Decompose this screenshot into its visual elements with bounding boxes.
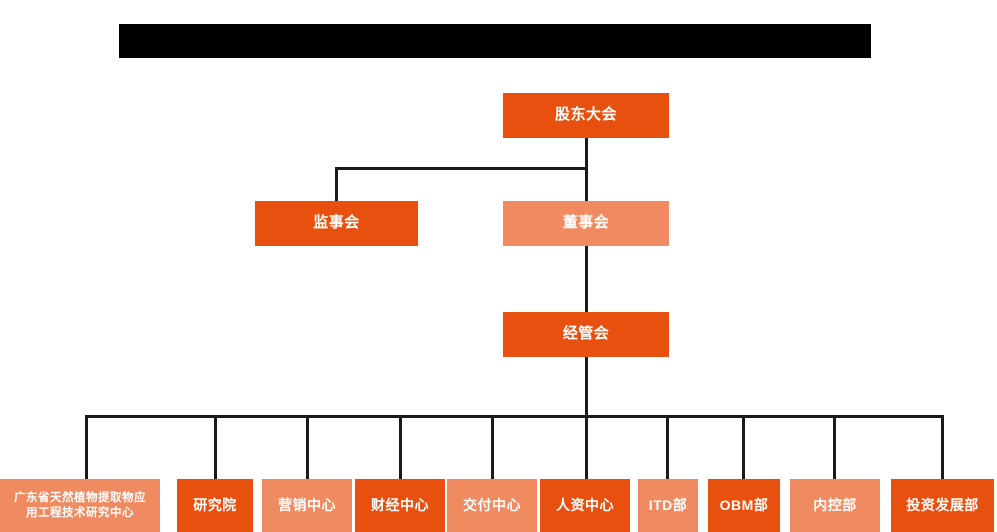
node-management-label: 经管会 — [562, 325, 610, 343]
node-research-center[interactable]: 广东省天然植物提取物应 用工程技术研究中心 — [0, 479, 160, 532]
connector-down-directors — [585, 167, 588, 201]
connector-down-marketing-center — [306, 415, 309, 479]
node-internal-control-dept[interactable]: 内控部 — [790, 479, 880, 532]
node-shareholders[interactable]: 股东大会 — [503, 93, 669, 138]
node-investment-dev-dept-label: 投资发展部 — [906, 496, 979, 513]
node-finance-center-label: 财经中心 — [371, 496, 429, 513]
node-research-center-label: 广东省天然植物提取物应 用工程技术研究中心 — [14, 492, 146, 519]
node-hr-center[interactable]: 人资中心 — [540, 479, 630, 532]
connector-down-supervisors — [335, 167, 338, 201]
node-delivery-center[interactable]: 交付中心 — [447, 479, 537, 532]
connector-management-down — [585, 357, 588, 417]
connector-down-itd-dept — [666, 415, 669, 479]
connector-bus-level2 — [335, 167, 587, 170]
connector-down-hr-center — [585, 415, 588, 479]
node-management[interactable]: 经管会 — [503, 312, 669, 357]
connector-down-internal-control-dept — [833, 415, 836, 479]
node-supervisors-label: 监事会 — [313, 214, 360, 232]
node-obm-dept[interactable]: OBM部 — [708, 479, 780, 532]
node-itd-dept-label: ITD部 — [648, 496, 688, 513]
connector-down-research-center — [85, 415, 88, 479]
connector-down-institute — [214, 415, 217, 479]
node-obm-dept-label: OBM部 — [719, 496, 769, 513]
node-institute[interactable]: 研究院 — [177, 479, 253, 532]
node-directors-label: 董事会 — [562, 214, 610, 232]
node-marketing-center-label: 营销中心 — [278, 496, 336, 513]
connector-shareholders-down — [585, 138, 588, 170]
node-shareholders-label: 股东大会 — [554, 106, 617, 124]
node-hr-center-label: 人资中心 — [556, 496, 614, 513]
connector-down-obm-dept — [742, 415, 745, 479]
connector-down-investment-dev-dept — [941, 415, 944, 479]
connector-bus-level4 — [85, 415, 944, 418]
node-marketing-center[interactable]: 营销中心 — [262, 479, 352, 532]
node-internal-control-dept-label: 内控部 — [813, 496, 857, 513]
redacted-title-bar — [119, 24, 871, 58]
node-investment-dev-dept[interactable]: 投资发展部 — [891, 479, 994, 532]
connector-down-delivery-center — [491, 415, 494, 479]
node-itd-dept[interactable]: ITD部 — [638, 479, 698, 532]
node-supervisors[interactable]: 监事会 — [255, 201, 418, 246]
node-delivery-center-label: 交付中心 — [463, 496, 521, 513]
connector-directors-to-management — [585, 245, 588, 313]
connector-down-finance-center — [399, 415, 402, 479]
node-finance-center[interactable]: 财经中心 — [355, 479, 445, 532]
node-institute-label: 研究院 — [193, 496, 237, 513]
node-directors[interactable]: 董事会 — [503, 201, 669, 246]
